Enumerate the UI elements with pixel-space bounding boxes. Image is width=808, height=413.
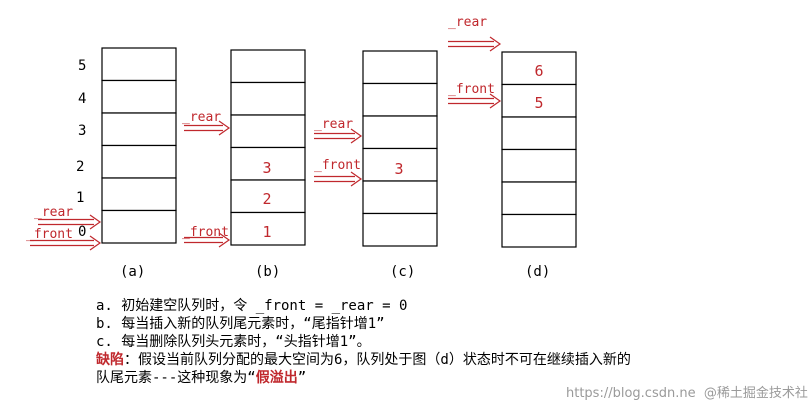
cell-value-d-5: 6 [534, 62, 544, 80]
rear-label-a: _rear [34, 205, 74, 220]
note-defect: 缺陷：假设当前队列分配的最大空间为6，队列处于图（d）状态时不可在继续插入新的 [96, 351, 631, 369]
overflow-line-start: 队尾元素---这种现象为“ [96, 370, 256, 386]
queue-cell-c-1 [362, 180, 438, 215]
explanation-notes: a. 初始建空队列时，令 _front = _rear = 0 b. 每当插入新… [96, 297, 631, 387]
index-label: 0 [78, 224, 87, 240]
rear-label-d: _rear [448, 15, 488, 30]
note-b: b. 每当插入新的队列尾元素时，“尾指针增1” [96, 316, 385, 332]
queue-cell-b-4 [230, 81, 306, 116]
cell-value-b-2: 3 [262, 159, 272, 177]
caption-a: (a) [120, 264, 146, 280]
queue-cell-b-5 [230, 49, 306, 84]
caption-d: (d) [525, 264, 551, 280]
queue-cell-d-4 [501, 83, 577, 118]
queue-cell-d-1 [501, 181, 577, 216]
defect-text: ：假设当前队列分配的最大空间为6，队列处于图（d）状态时不可在继续插入新的 [124, 352, 631, 368]
queue-cell-b-3 [230, 114, 306, 149]
queue-cell-a-5 [101, 47, 177, 82]
queue-cell-a-3 [101, 112, 177, 147]
index-label: 2 [76, 159, 85, 175]
queue-cell-b-1 [230, 179, 306, 214]
rear-arrow-d-head [489, 36, 502, 52]
caption-c: (c) [390, 264, 416, 280]
front-label-a: _front [26, 227, 73, 242]
front-arrow-b-head [218, 232, 231, 248]
note-a: a. 初始建空队列时，令 _front = _rear = 0 [96, 298, 408, 314]
note-c: c. 每当删除队列头元素时，“头指针增1”。 [96, 334, 371, 350]
queue-cell-a-1 [101, 177, 177, 212]
front-arrow-d-head [489, 93, 502, 109]
index-label: 3 [78, 123, 87, 139]
front-arrow-a-head [89, 235, 102, 251]
queue-cell-c-3 [362, 115, 438, 150]
cell-value-b-0: 1 [262, 223, 272, 241]
index-label: 4 [78, 91, 87, 107]
queue-cell-d-3 [501, 116, 577, 151]
front-label-d: _front [448, 82, 495, 97]
queue-cell-c-0 [362, 212, 438, 247]
rear-arrow-b-head [218, 120, 231, 136]
index-label: 1 [76, 190, 85, 206]
front-label-b: _front [182, 225, 229, 240]
false-overflow-term: 假溢出 [255, 370, 298, 386]
queue-cell-d-2 [501, 148, 577, 183]
caption-b: (b) [255, 264, 281, 280]
queue-cell-a-4 [101, 79, 177, 114]
queue-cell-d-0 [501, 213, 577, 248]
queue-cell-b-0 [230, 211, 306, 246]
rear-arrow-a-head [89, 214, 102, 230]
defect-label: 缺陷 [96, 352, 124, 368]
queue-cell-a-0 [101, 209, 177, 244]
queue-cell-c-5 [362, 50, 438, 85]
queue-cell-c-2 [362, 147, 438, 182]
queue-cell-a-2 [101, 144, 177, 179]
watermark: https://blog.csdn.ne @稀土掘金技术社区 [566, 386, 808, 401]
queue-cell-d-5 [501, 51, 577, 86]
index-label: 5 [78, 58, 87, 74]
queue-cell-c-4 [362, 82, 438, 117]
cell-value-b-1: 2 [262, 190, 272, 208]
note-overflow: 队尾元素---这种现象为“假溢出” [96, 369, 631, 387]
rear-arrow-c-head [350, 128, 363, 144]
front-label-c: _front [314, 158, 361, 173]
cell-value-c-2: 3 [394, 160, 404, 178]
queue-cell-b-2 [230, 146, 306, 181]
overflow-line-end: ” [297, 370, 307, 386]
rear-label-c: _rear [314, 117, 354, 132]
front-arrow-c-head [350, 171, 363, 187]
cell-value-d-4: 5 [534, 94, 544, 112]
rear-label-b: _rear [182, 110, 222, 125]
